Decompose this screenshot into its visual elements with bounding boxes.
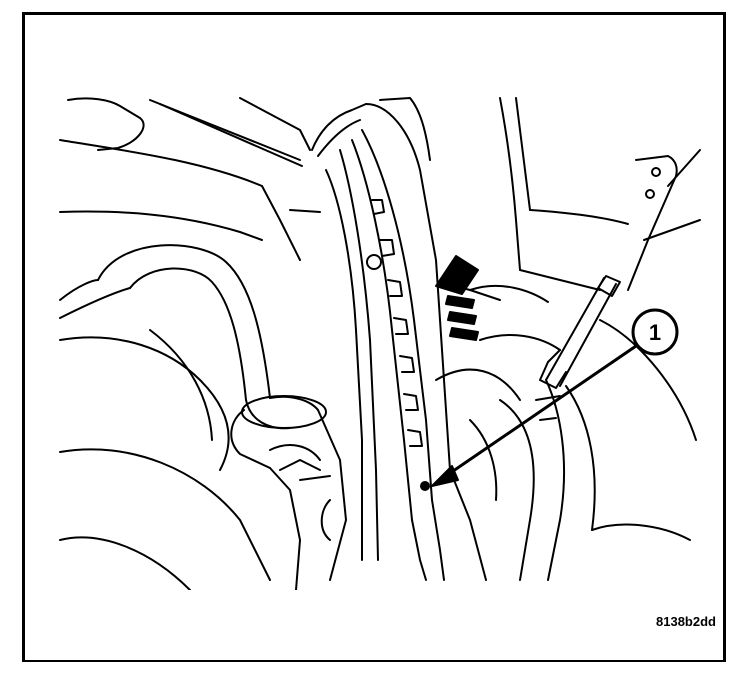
right-side-structures [435, 97, 701, 581]
upper-panel-lines [59, 97, 321, 261]
lower-left-structures [59, 329, 347, 591]
fastener-point [420, 481, 430, 491]
figure-id: 8138b2dd [656, 614, 716, 629]
callout-leader [420, 344, 638, 491]
callout-1: 1 [631, 308, 679, 356]
pillar-trim [311, 97, 451, 581]
upward-direction-arrow [435, 255, 479, 341]
callout-number: 1 [649, 320, 661, 345]
hose [59, 244, 327, 469]
